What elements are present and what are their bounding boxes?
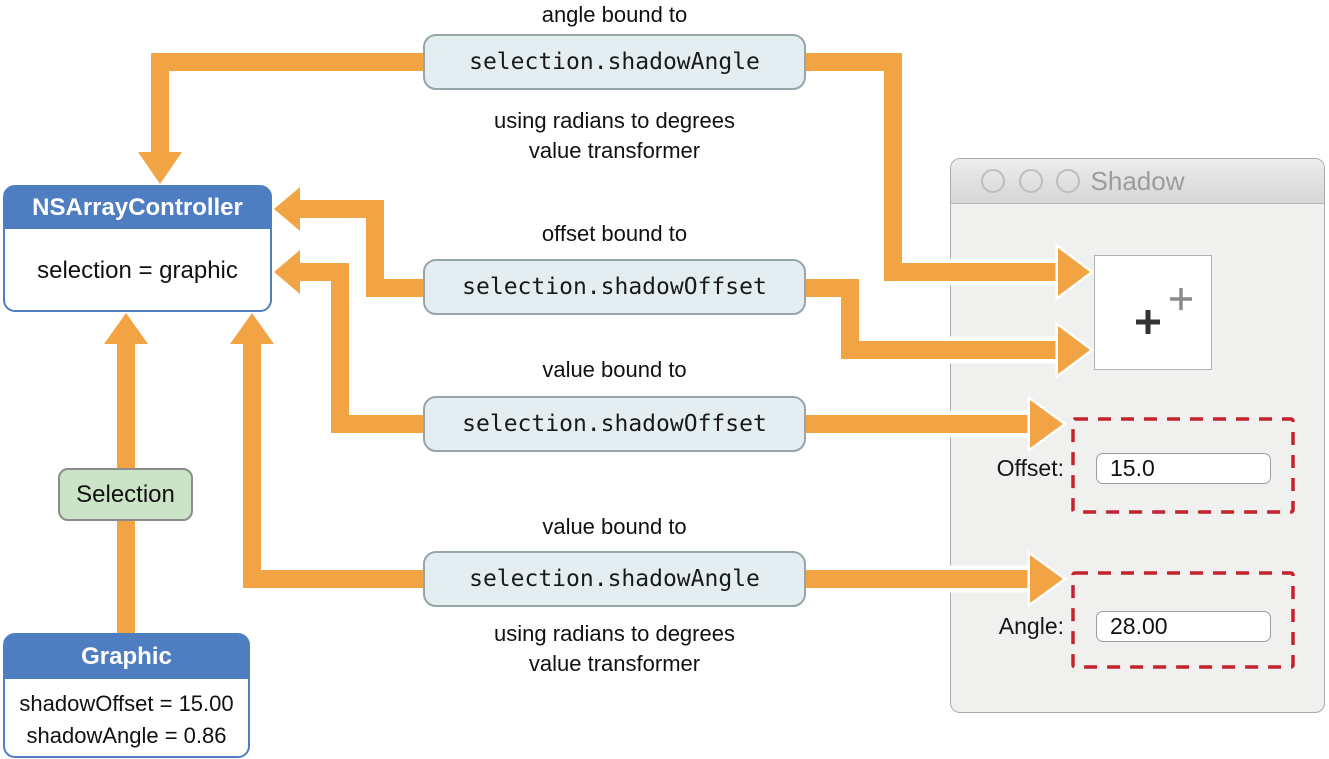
binding-key-value-shadow-angle: selection.shadowAngle: [423, 551, 806, 607]
graphic-title: Graphic: [5, 635, 248, 679]
binding-note-angle: using radians to degrees value transform…: [494, 108, 735, 163]
origin-plus-icon: [1170, 288, 1192, 310]
selection-node: Selection: [58, 468, 193, 521]
binding-label-offset: offset bound to: [541, 221, 688, 246]
binding-label-angle: angle bound to: [541, 2, 688, 27]
arrow-value-offset-to-controller: [274, 250, 425, 433]
shadow-offset-well[interactable]: [1094, 255, 1212, 370]
binding-key-shadow-angle: selection.shadowAngle: [423, 34, 806, 90]
offset-label: Offset:: [996, 455, 1064, 481]
offset-field[interactable]: 15.0: [1096, 453, 1271, 484]
nsarraycontroller-title: NSArrayController: [5, 187, 270, 229]
arrow-value-angle-to-controller: [230, 313, 425, 588]
graphic-shadow-angle: shadowAngle = 0.86: [26, 723, 227, 748]
shadow-window: Shadow Offset: 15.0 Angle: 28.00: [950, 158, 1325, 713]
nsarraycontroller-body: selection = graphic: [37, 257, 238, 284]
offset-value: 15.0: [1110, 455, 1155, 481]
graphic-shadow-offset: shadowOffset = 15.00: [19, 691, 234, 716]
binding-note-value-angle: using radians to degrees value transform…: [494, 621, 735, 676]
binding-key-value-shadow-offset: selection.shadowOffset: [423, 396, 806, 452]
angle-label: Angle:: [998, 613, 1064, 639]
binding-label-value-angle: value bound to: [542, 514, 687, 539]
arrow-angle-to-controller: [138, 53, 425, 184]
angle-value: 28.00: [1110, 613, 1168, 639]
window-title: Shadow: [1090, 166, 1185, 196]
shadow-plus-icon: [1136, 310, 1160, 334]
binding-key-shadow-offset: selection.shadowOffset: [423, 259, 806, 315]
nsarraycontroller-node: NSArrayController selection = graphic: [3, 185, 272, 312]
window-titlebar[interactable]: Shadow: [951, 159, 1324, 204]
angle-field[interactable]: 28.00: [1096, 611, 1271, 642]
arrow-offset-to-controller: [274, 187, 425, 297]
offset-crosshair-icons: [1136, 288, 1192, 334]
graphic-node: Graphic shadowOffset = 15.00 shadowAngle…: [3, 633, 250, 758]
binding-label-value-offset: value bound to: [542, 357, 687, 382]
